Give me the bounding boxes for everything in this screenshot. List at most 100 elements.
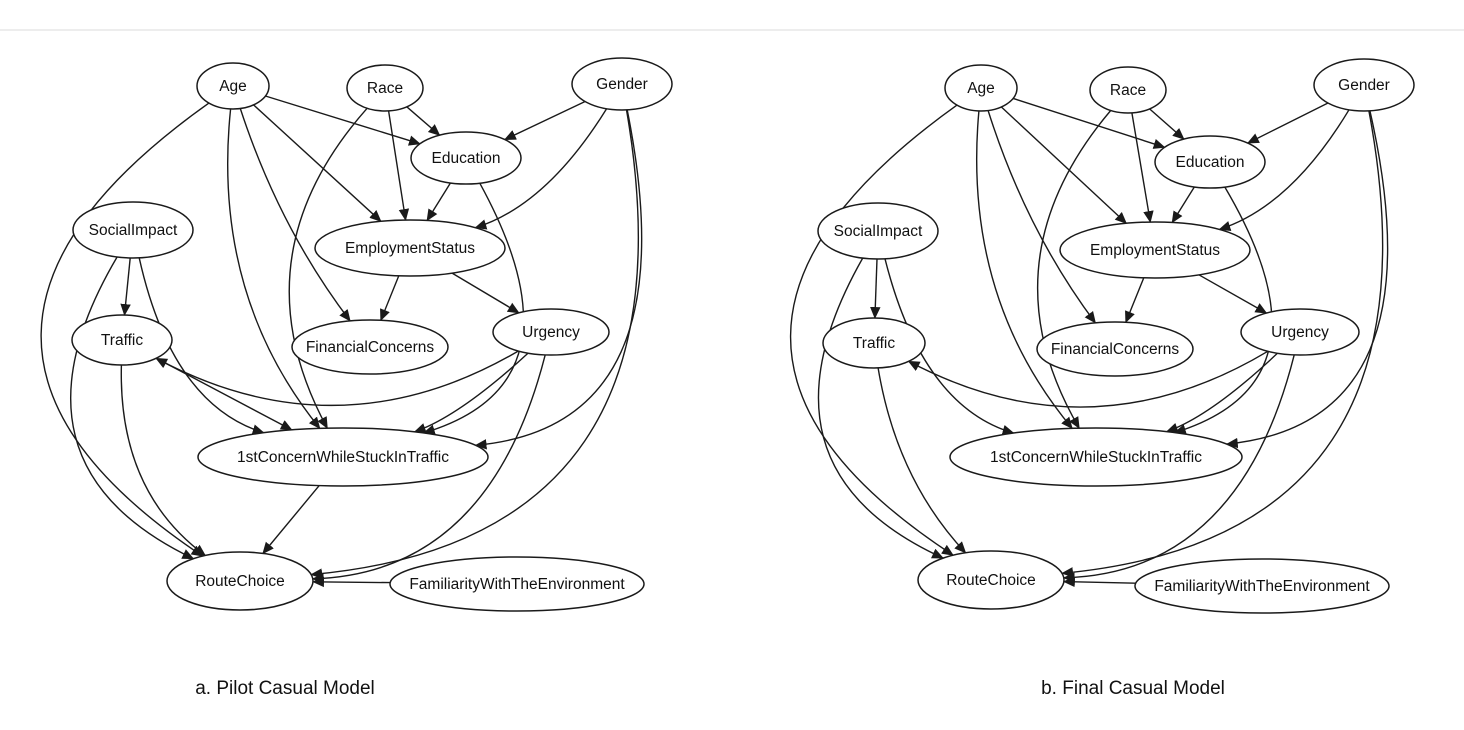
edge-Gender-to-EmploymentStatus bbox=[474, 108, 608, 230]
node-FirstConcern: 1stConcernWhileStuckInTraffic bbox=[197, 427, 489, 487]
edge-SocialImpact-to-Traffic bbox=[870, 258, 881, 319]
edge-SocialImpact-to-FirstConcern bbox=[884, 258, 1015, 436]
node-label-Traffic: Traffic bbox=[853, 335, 895, 352]
node-Gender: Gender bbox=[1313, 58, 1415, 112]
edge-Age-to-EmploymentStatus bbox=[253, 104, 382, 222]
node-label-FirstConcern: 1stConcernWhileStuckInTraffic bbox=[990, 449, 1202, 466]
edge-Urgency-to-RouteChoice bbox=[311, 354, 546, 584]
node-EmploymentStatus: EmploymentStatus bbox=[1059, 221, 1251, 279]
node-ellipse-FinancialConcerns bbox=[291, 319, 449, 375]
edge-Age-to-FirstConcern bbox=[976, 110, 1073, 430]
node-ellipse-Urgency bbox=[492, 308, 610, 356]
node-Urgency: Urgency bbox=[492, 308, 610, 356]
node-Age: Age bbox=[944, 64, 1018, 112]
node-ellipse-Education bbox=[1154, 135, 1266, 189]
node-Familiarity: FamiliarityWithTheEnvironment bbox=[389, 556, 645, 612]
node-label-SocialImpact: SocialImpact bbox=[834, 223, 923, 240]
node-ellipse-Race bbox=[346, 64, 424, 112]
edge-Gender-to-Education bbox=[1246, 102, 1329, 144]
edge-SocialImpact-to-RouteChoice bbox=[69, 256, 195, 560]
edge-Familiarity-to-RouteChoice bbox=[1062, 576, 1136, 588]
node-Familiarity: FamiliarityWithTheEnvironment bbox=[1134, 558, 1390, 614]
edge-Gender-to-FirstConcern bbox=[1225, 110, 1389, 449]
node-Education: Education bbox=[1154, 135, 1266, 189]
node-Urgency: Urgency bbox=[1240, 308, 1360, 356]
edge-Urgency-to-Traffic bbox=[907, 350, 1269, 408]
node-EmploymentStatus: EmploymentStatus bbox=[314, 219, 506, 277]
edge-EmploymentStatus-to-FinancialConcerns bbox=[1125, 277, 1145, 324]
node-ellipse-EmploymentStatus bbox=[314, 219, 506, 277]
node-ellipse-SocialImpact bbox=[72, 201, 194, 259]
edge-Gender-to-Education bbox=[503, 100, 586, 141]
node-ellipse-EmploymentStatus bbox=[1059, 221, 1251, 279]
node-label-Race: Race bbox=[367, 80, 403, 97]
node-RouteChoice: RouteChoice bbox=[917, 550, 1065, 610]
node-ellipse-FinancialConcerns bbox=[1036, 321, 1194, 377]
edge-Gender-to-RouteChoice bbox=[310, 109, 639, 579]
edge-Education-to-EmploymentStatus bbox=[426, 182, 452, 222]
edge-Urgency-to-RouteChoice bbox=[1062, 354, 1295, 583]
node-label-FinancialConcerns: FinancialConcerns bbox=[1051, 341, 1180, 358]
edge-Race-to-FirstConcern bbox=[1037, 110, 1112, 430]
edge-SocialImpact-to-RouteChoice bbox=[817, 257, 944, 559]
node-label-Age: Age bbox=[219, 78, 247, 95]
node-ellipse-FirstConcern bbox=[197, 427, 489, 487]
edge-EmploymentStatus-to-Urgency bbox=[1198, 274, 1268, 314]
node-label-Gender: Gender bbox=[1338, 77, 1390, 94]
node-label-RouteChoice: RouteChoice bbox=[946, 572, 1036, 589]
node-Race: Race bbox=[1089, 66, 1167, 114]
node-SocialImpact: SocialImpact bbox=[72, 201, 194, 259]
caption-pilot-model: a. Pilot Casual Model bbox=[195, 678, 375, 699]
edge-Traffic-to-RouteChoice bbox=[877, 367, 967, 554]
node-label-Familiarity: FamiliarityWithTheEnvironment bbox=[409, 576, 625, 593]
node-Education: Education bbox=[410, 131, 522, 185]
edge-Urgency-to-FirstConcern bbox=[1165, 352, 1278, 433]
edge-Familiarity-to-RouteChoice bbox=[312, 576, 391, 588]
diagram-final: Age Race GenderEducationSocialImpactEmploy… bbox=[790, 58, 1415, 614]
edge-Gender-to-EmploymentStatus bbox=[1218, 109, 1350, 232]
node-ellipse-Age bbox=[196, 62, 270, 110]
node-ellipse-Education bbox=[410, 131, 522, 185]
node-label-EmploymentStatus: EmploymentStatus bbox=[1090, 242, 1220, 259]
node-label-Race: Race bbox=[1110, 82, 1146, 99]
node-Age: Age bbox=[196, 62, 270, 110]
node-Traffic: Traffic bbox=[71, 314, 173, 366]
edge-Race-to-Education bbox=[1149, 108, 1185, 140]
node-FirstConcern: 1stConcernWhileStuckInTraffic bbox=[949, 427, 1243, 487]
edge-Urgency-to-FirstConcern bbox=[413, 352, 529, 434]
edge-EmploymentStatus-to-Urgency bbox=[451, 272, 520, 314]
node-ellipse-FirstConcern bbox=[949, 427, 1243, 487]
node-ellipse-Traffic bbox=[822, 317, 926, 369]
edge-Race-to-FirstConcern bbox=[288, 107, 368, 430]
node-label-FinancialConcerns: FinancialConcerns bbox=[306, 339, 435, 356]
node-ellipse-SocialImpact bbox=[817, 202, 939, 260]
node-label-Urgency: Urgency bbox=[1271, 324, 1329, 341]
node-FinancialConcerns: FinancialConcerns bbox=[291, 319, 449, 375]
edge-SocialImpact-to-Traffic bbox=[120, 257, 131, 316]
node-label-SocialImpact: SocialImpact bbox=[89, 222, 178, 239]
node-ellipse-Gender bbox=[571, 57, 673, 111]
node-RouteChoice: RouteChoice bbox=[166, 551, 314, 611]
node-ellipse-Traffic bbox=[71, 314, 173, 366]
edge-Age-to-EmploymentStatus bbox=[1000, 106, 1127, 224]
edge-Age-to-FinancialConcerns bbox=[239, 108, 351, 322]
node-label-EmploymentStatus: EmploymentStatus bbox=[345, 240, 475, 257]
node-ellipse-Familiarity bbox=[389, 556, 645, 612]
node-ellipse-Urgency bbox=[1240, 308, 1360, 356]
node-Race: Race bbox=[346, 64, 424, 112]
edge-Race-to-EmploymentStatus bbox=[1131, 112, 1154, 223]
edge-Traffic-to-RouteChoice bbox=[120, 364, 207, 557]
node-label-RouteChoice: RouteChoice bbox=[195, 573, 285, 590]
edge-Age-to-FirstConcern bbox=[226, 108, 321, 430]
node-Traffic: Traffic bbox=[822, 317, 926, 369]
edge-Urgency-to-Traffic bbox=[155, 350, 519, 407]
edge-Age-to-Education bbox=[265, 95, 421, 146]
node-FinancialConcerns: FinancialConcerns bbox=[1036, 321, 1194, 377]
edge-Gender-to-RouteChoice bbox=[1061, 110, 1384, 578]
node-label-Education: Education bbox=[432, 150, 501, 167]
node-SocialImpact: SocialImpact bbox=[817, 202, 939, 260]
node-label-Education: Education bbox=[1176, 154, 1245, 171]
edge-Age-to-RouteChoice bbox=[40, 102, 210, 557]
